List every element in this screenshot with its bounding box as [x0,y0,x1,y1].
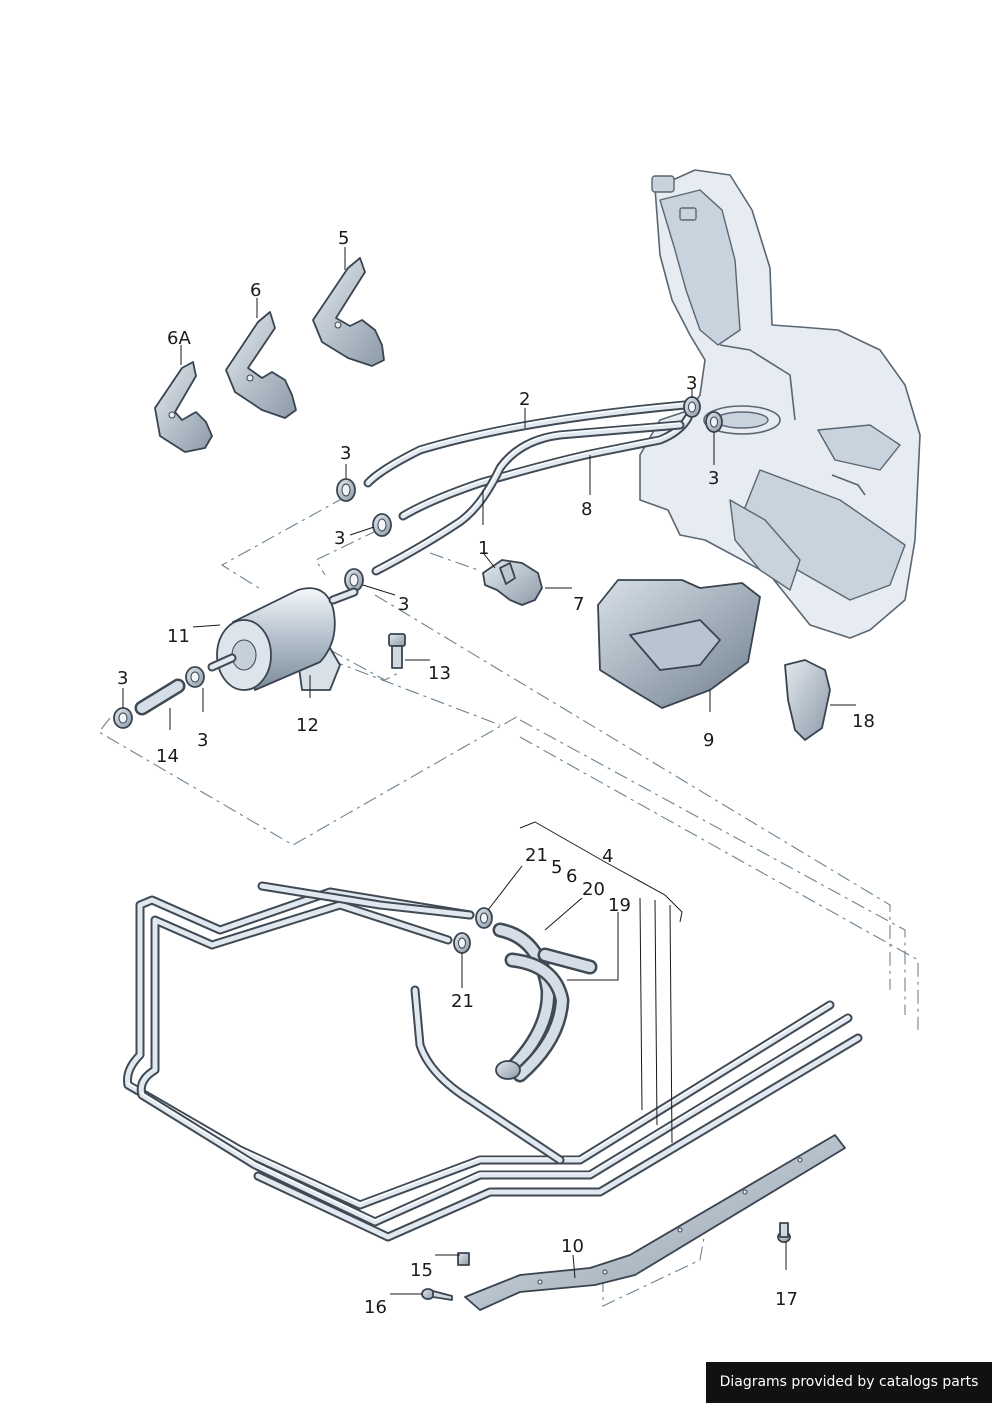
screw-16 [421,1288,453,1301]
hose-clamp-3-middle [372,513,392,537]
hose-clamp-3-filter-left [113,707,133,729]
bracket-6a [154,361,213,453]
callout-5-top: 5 [338,228,349,249]
fuel-pipe-8 [398,413,693,521]
leader-lines [122,247,856,1295]
bracket-5 [312,257,385,367]
callout-6a: 6A [167,328,191,349]
callout-18: 18 [852,711,875,732]
bracket-6 [225,311,297,419]
callout-3-pipe-c: 3 [398,594,409,615]
assembly-dash-lines [98,496,919,1307]
screw-17 [777,1222,791,1243]
callout-13: 13 [428,663,451,684]
hose-19-20 [492,922,598,1083]
callout-8: 8 [581,499,592,520]
callout-12: 12 [296,715,319,736]
pipe-bundle-4 [123,881,863,1242]
hose-clamp-21-top [475,907,493,929]
hose-clamp-3-tank-b [705,411,723,433]
callout-3-pipe-b: 3 [334,528,345,549]
hose-14 [134,678,186,716]
bolt-13 [388,633,406,669]
callout-3-pipe-a: 3 [340,443,351,464]
pipe-clip-1 [482,559,543,606]
callout-2: 2 [519,389,530,410]
callout-21-bottom: 21 [451,991,474,1012]
callout-4: 4 [602,846,613,867]
callout-3-tank-bottom: 3 [708,468,719,489]
fuel-pipe-2 [363,400,690,488]
fuel-filter-11 [207,587,359,691]
hose-clamp-21-bottom [453,932,471,954]
callout-6-top: 6 [250,280,261,301]
callout-20: 20 [582,879,605,900]
fuel-tank [639,169,921,639]
callout-7: 7 [573,594,584,615]
clip-18 [784,659,831,741]
credit-banner: Diagrams provided by catalogs parts [706,1362,992,1403]
callout-labels: 5 6 6A 2 3 3 3 3 3 8 1 7 11 13 3 3 14 12… [117,228,875,1318]
callout-3-tank-top: 3 [686,373,697,394]
callout-3-filter-left: 3 [117,668,128,689]
callout-3-filter-right: 3 [197,730,208,751]
callout-15: 15 [410,1260,433,1281]
callout-19: 19 [608,895,631,916]
fuel-pipe-branch [371,420,685,576]
callout-11: 11 [167,626,190,647]
callout-21-top: 21 [525,845,548,866]
nut-15 [457,1252,470,1266]
callout-6-mid: 6 [566,866,577,887]
callout-16: 16 [364,1297,387,1318]
carrier-rail-10 [464,1134,846,1311]
protective-housing-9 [597,579,761,709]
callout-10: 10 [561,1236,584,1257]
hose-clamp-3-filter-right [185,666,205,688]
callout-9: 9 [703,730,714,751]
callout-5-mid: 5 [551,857,562,878]
credit-text: Diagrams provided by catalogs parts [719,1374,979,1390]
callout-14: 14 [156,746,179,767]
hose-clamp-3-tank-a [683,396,701,418]
callout-1: 1 [478,538,489,559]
hose-clamp-3-upper [336,478,356,502]
callout-17: 17 [775,1289,798,1310]
